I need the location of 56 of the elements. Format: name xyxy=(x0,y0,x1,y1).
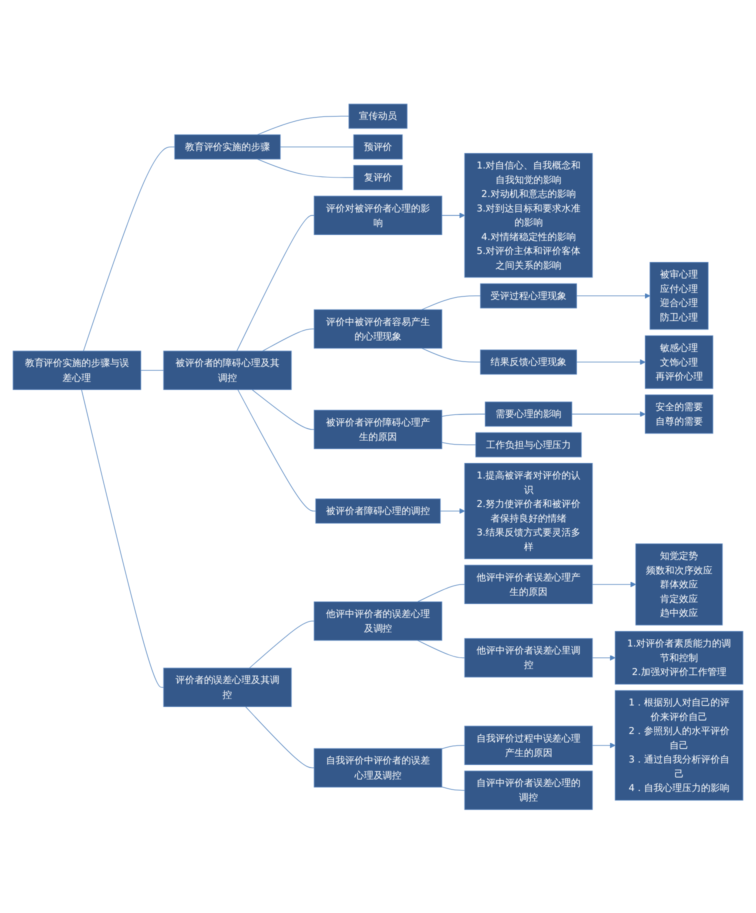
arrow xyxy=(576,359,646,365)
node-box: 自评中评价者误差心理的调控 xyxy=(464,770,593,810)
node-box: 受评过程心理现象 xyxy=(480,283,577,308)
node-box: 1.对自信心、自我概念和自我知觉的影响 2.对动机和意志的影响 3.对到达目标和要求水准的影响 4.对情绪稳定性的影响 5.对评价主体和评价客体之间关系的影响 xyxy=(464,152,593,278)
node-box: 被评价者障碍心理的调控 xyxy=(315,498,441,524)
node-box: 他评中评价者误差心里调控 xyxy=(464,638,593,678)
node-box: 1.对评价者素质能力的调节和控制 2.加强对评价工作管理 xyxy=(614,630,744,684)
node-box: 安全的需要 自尊的需要 xyxy=(644,394,714,434)
arrow xyxy=(592,581,636,587)
node-box: 工作负担与心理压力 xyxy=(475,432,582,457)
connector xyxy=(262,328,314,352)
arrow xyxy=(592,654,616,660)
node-box: 被评价者的障碍心理及其调控 xyxy=(163,350,292,390)
node-box: 复评价 xyxy=(353,164,403,190)
node-box: 结果反馈心理现象 xyxy=(480,349,577,374)
node-box: 评价者的误差心理及其调控 xyxy=(163,667,292,707)
connector xyxy=(252,388,314,430)
node-box: 宣传动员 xyxy=(348,103,408,128)
connector xyxy=(257,158,354,178)
node-box: 他评中评价者误差心理产生的原因 xyxy=(464,564,593,604)
connector xyxy=(442,413,486,416)
node-box: 需要心理的影响 xyxy=(484,401,572,426)
node-box: 评价对被评价者心理的影响 xyxy=(314,195,442,235)
connector xyxy=(422,348,481,362)
connector xyxy=(249,620,314,668)
node-box: 被评价者评价障碍心理产生的原因 xyxy=(314,410,442,449)
arrow xyxy=(442,212,465,218)
node-box: 知觉定势 频数和次序效应 群体效应 肯定效应 趋中效应 xyxy=(635,543,723,626)
node-box: 自我评价过程中误差心理产生的原因 xyxy=(464,725,593,765)
node-box: 1.提高被评者对评价的认识 2.努力使评价者和被评价者保持良好的情绪 3.结果反馈方式要灵活多样 xyxy=(464,462,593,559)
connector xyxy=(422,295,481,310)
node-box: 教育评价实施的步骤与误差心理 xyxy=(12,350,142,390)
node-box: 他评中评价者的误差心理及调控 xyxy=(314,601,442,640)
connector xyxy=(83,146,175,352)
node-box: 敏感心理 文饰心理 再评价心理 xyxy=(644,335,714,388)
node-box: 预评价 xyxy=(353,134,403,160)
arrow xyxy=(572,411,646,417)
node-box: 被审心理 应付心理 迎合心理 防卫心理 xyxy=(650,262,708,330)
arrow xyxy=(440,508,465,514)
node-box: 教育评价实施的步骤 xyxy=(174,134,281,160)
node-box: 自我评价中评价者的误差心理及调控 xyxy=(314,748,442,788)
connector xyxy=(442,442,476,445)
connector xyxy=(237,388,316,512)
connector xyxy=(280,146,354,147)
connector xyxy=(417,584,465,602)
connector xyxy=(257,116,350,135)
connector xyxy=(442,786,465,790)
connector xyxy=(442,744,465,749)
connector xyxy=(81,388,164,688)
node-box: 1．根据别人对自己的评价来评价自己 2．参照别人的水平评价自己 3．通过自我分析评价自己 4．自我心理压力的影响 xyxy=(614,690,744,800)
connector xyxy=(417,640,465,658)
connector xyxy=(236,214,314,352)
arrow xyxy=(592,742,616,748)
connector xyxy=(245,706,314,768)
node-box: 评价中被评价者容易产生的心理现象 xyxy=(314,309,442,348)
arrow xyxy=(576,292,650,298)
